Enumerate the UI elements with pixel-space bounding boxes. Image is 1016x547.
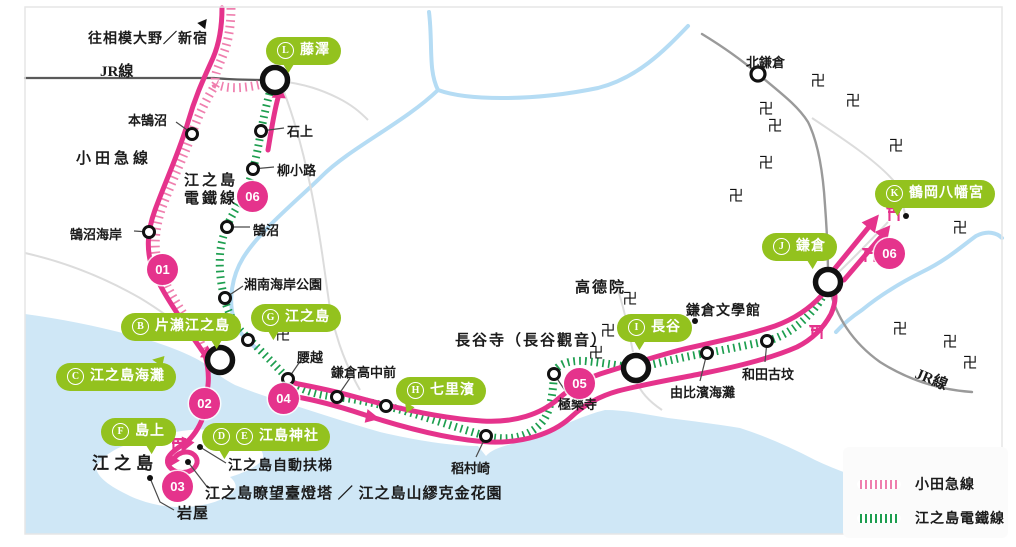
map-frame [24, 6, 1003, 535]
spot-name: 長谷 [651, 320, 681, 335]
bubble-tail [146, 444, 159, 455]
label-yuigahama: 由比濱海灘 [670, 385, 736, 400]
spot-letter: G [262, 309, 279, 326]
temple-icon: 卍 [962, 355, 978, 372]
spot-name: 島上 [135, 424, 165, 439]
odakyu-line-swatch [857, 479, 901, 489]
bubble-fujisawa: L 藤澤 [266, 37, 341, 74]
label-kugenuma: 鵠沼 [253, 223, 280, 238]
label-yanagikoji: 柳小路 [277, 163, 317, 178]
label-kugenuma-kaigan: 鵠沼海岸 [70, 227, 123, 242]
bubble-hase: I 長谷 [617, 314, 692, 351]
temple-icon: 卍 [767, 118, 783, 135]
bubble-tail [217, 449, 230, 460]
temple-icon: 卍 [892, 321, 908, 338]
bubble-kamakura: J 鎌倉 [762, 233, 837, 270]
label-koshigoe: 腰越 [297, 350, 324, 365]
route-stop-06a: 06 [237, 181, 268, 212]
bubble-tail [266, 330, 279, 341]
label-hasedera: 長谷寺（長谷觀音） [455, 333, 609, 349]
label-gokurakuji: 極樂寺 [558, 397, 598, 412]
spot-name: 藤澤 [300, 43, 330, 58]
label-enoden-line-2: 電鐵線 [184, 191, 239, 207]
label-enoden-line-1: 江之島 [184, 173, 239, 189]
route-stop-05: 05 [564, 368, 595, 399]
label-iwaya: 岩屋 [177, 506, 210, 522]
temple-icon: 卍 [888, 138, 904, 155]
label-odakyu-line: 小田急線 [76, 151, 153, 167]
small-stations [142, 65, 774, 443]
spot-letter: H [407, 382, 424, 399]
label-bungakukan: 鎌倉文學館 [686, 304, 761, 319]
legend-panel: 小田急線 江之島電鐵線 [843, 447, 1008, 538]
route-stop-06b: 06 [874, 238, 905, 269]
spot-name: 鎌倉 [796, 239, 826, 254]
spot-letter: D [213, 428, 230, 445]
spot-name: 江之島海灘 [90, 369, 165, 384]
temple-icon: 卍 [845, 93, 861, 110]
label-enoshima-island: 江之島 [92, 454, 158, 473]
spot-letter: K [886, 185, 903, 202]
spot-name: 江之島 [285, 310, 330, 325]
bubble-enoshima-beach: C 江之島海灘 [56, 351, 176, 391]
bubble-katase-enoshima: B 片瀨江之島 [121, 313, 241, 350]
route-stop-02: 02 [189, 388, 220, 419]
temple-icon: 卍 [588, 345, 604, 362]
bubble-tail [890, 206, 903, 217]
spot-name: 江島神社 [259, 429, 319, 444]
bubble-tail [281, 63, 294, 74]
label-kita-kamakura: 北鎌倉 [746, 55, 786, 70]
spot-name: 鶴岡八幡宮 [909, 186, 984, 201]
temple-icon: 卍 [728, 188, 744, 205]
legend-label: 江之島電鐵線 [915, 512, 1005, 527]
spot-name: 七里濱 [430, 383, 475, 398]
bubble-tail [632, 340, 645, 351]
temple-icon: 卍 [600, 323, 616, 340]
bubble-tail [211, 339, 224, 350]
label-wadazuka: 和田古坟 [742, 367, 795, 382]
temple-icon: 卍 [622, 291, 638, 308]
temple-icon: 卍 [942, 334, 958, 351]
spot-name: 片瀨江之島 [155, 319, 230, 334]
poi-dots [147, 213, 909, 481]
label-kamakura-kokomae: 鎌倉高中前 [331, 365, 397, 380]
label-ishigami: 石上 [287, 124, 314, 139]
legend-item-enoden: 江之島電鐵線 [857, 511, 1005, 527]
label-lighthouse-garden: 江之島瞭望臺燈塔 ／ 江之島山繆克金花園 [205, 486, 503, 502]
spot-letter: I [628, 319, 645, 336]
legend-item-odakyu: 小田急線 [857, 477, 975, 493]
spot-letter: B [132, 318, 149, 335]
spot-letter: F [112, 423, 129, 440]
label-hon-kugenuma: 本鵠沼 [128, 113, 168, 128]
spot-letter: J [773, 238, 790, 255]
spot-letter: L [277, 42, 294, 59]
bubble-tsurugaoka-hachimangu: K 鶴岡八幡宮 [875, 180, 995, 217]
spot-letter: E [236, 428, 253, 445]
route-stop-03: 03 [162, 471, 193, 502]
bubble-island-top: F 島上 [101, 418, 176, 455]
label-inamuragasaki: 稻村崎 [451, 461, 491, 476]
enoden-line-swatch [857, 513, 901, 523]
bubble-tail [807, 259, 820, 270]
temple-icon: 卍 [758, 155, 774, 172]
label-shonan-park: 湘南海岸公園 [244, 277, 323, 292]
spot-letter: C [67, 368, 84, 385]
major-stations [204, 64, 844, 384]
temple-icon: 卍 [952, 220, 968, 237]
route-stop-04: 04 [268, 383, 299, 414]
bubble-shichirigahama: H 七里濱 [396, 377, 486, 416]
label-jr-left: JR線 [100, 64, 134, 80]
route-stop-01: 01 [147, 254, 178, 285]
legend-label: 小田急線 [915, 478, 975, 493]
label-kotokuin: 高德院 [575, 280, 627, 296]
bubble-enoshima-station: G 江之島 [251, 304, 341, 341]
temple-icon: 卍 [810, 73, 826, 90]
label-escalator: 江之島自動扶梯 [228, 459, 333, 474]
label-to-shinjuku: 往相模大野／新宿 [88, 32, 208, 47]
temple-icon: 卍 [758, 101, 774, 118]
